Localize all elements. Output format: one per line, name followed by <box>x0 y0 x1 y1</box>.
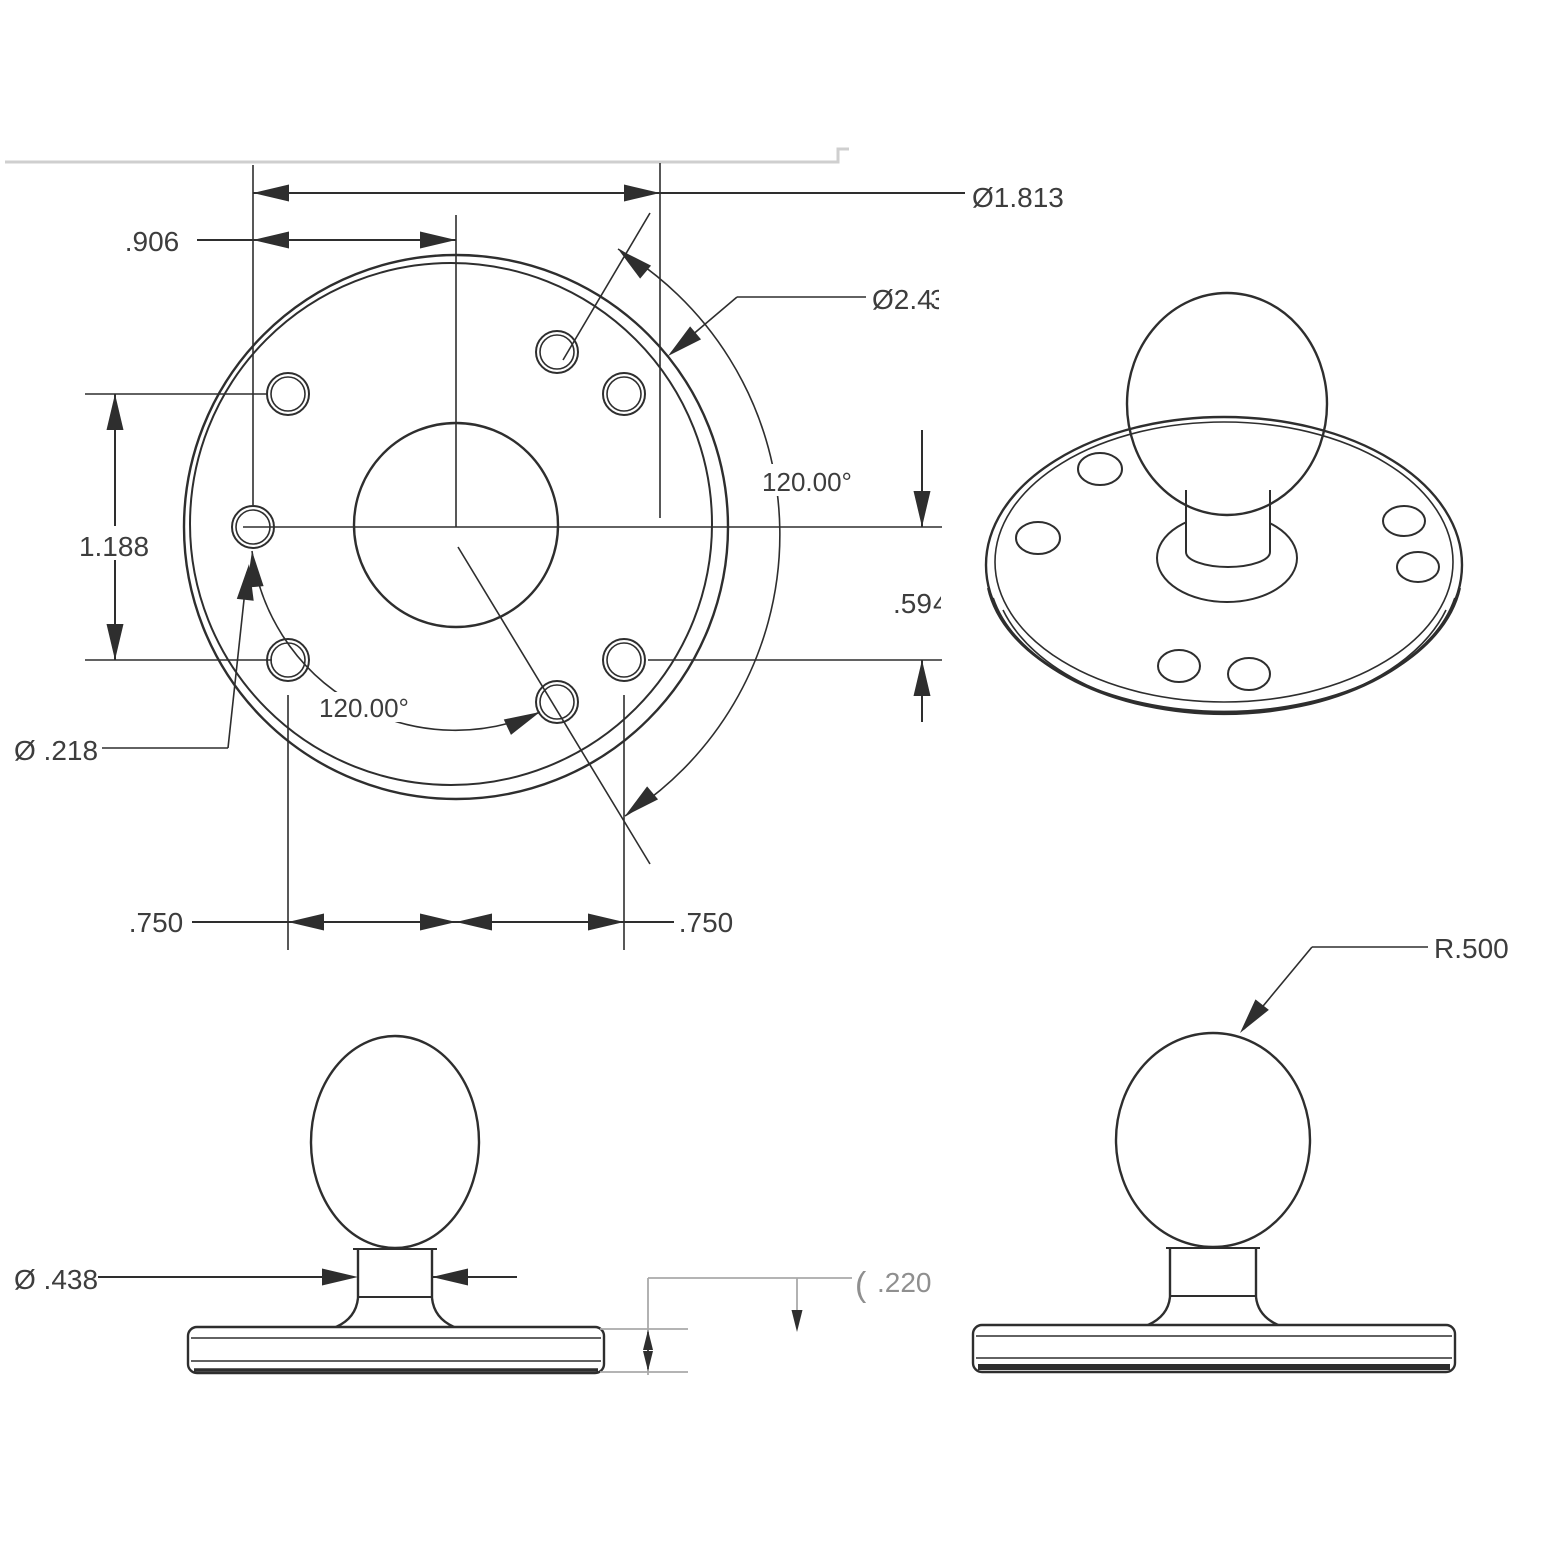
dim-neck-diameter-label: Ø .438 <box>14 1264 98 1295</box>
dim-half-height-cut-digit: 4 <box>933 588 949 619</box>
dim-half-height-label: .59 <box>893 588 932 619</box>
iso-neck <box>1185 490 1271 568</box>
iso-ball <box>1125 291 1329 517</box>
dim-thickness-paren: ( <box>855 1266 867 1304</box>
dim-angle-upper-label: 120.00° <box>762 467 852 497</box>
dim-angle-lower-label: 120.00° <box>319 693 409 723</box>
iso-holes <box>1015 452 1440 691</box>
side-right-plate <box>971 1323 1457 1374</box>
plate-inner-edge <box>189 262 713 786</box>
side-view-right: R.500 <box>971 933 1509 1374</box>
iso-plate-top-edge <box>984 415 1464 715</box>
dim-outer-diameter-cut-digit: 3 <box>930 284 946 315</box>
dim-amps-width: .750 .750 <box>129 695 734 950</box>
dim-amps-height: 1.188 <box>74 393 272 661</box>
side-left-ball <box>309 1034 481 1250</box>
front-view: Ø1.813 .906 Ø2.4 3 120.00° <box>14 163 1064 950</box>
iso-plate-skirt-2 <box>992 597 1456 716</box>
side-left-neck <box>335 1248 455 1329</box>
side-view-left: Ø .438 ( .220 <box>14 1034 932 1375</box>
isometric-view <box>984 291 1464 716</box>
dim-hole-diameter: Ø .218 <box>14 564 254 766</box>
iso-plate-skirt-1 <box>987 587 1461 713</box>
dim-amps-half-left-label: .750 <box>129 907 184 938</box>
dim-amps-half-right-label: .750 <box>679 907 734 938</box>
dim-bolt-circle-label: Ø1.813 <box>972 182 1064 213</box>
dim-outer-diameter-label: Ø2.4 <box>872 284 933 315</box>
dim-ball-radius: R.500 <box>1240 933 1509 1033</box>
dim-angle-lower: 120.00° <box>246 550 541 735</box>
dim-angle-upper: 120.00° <box>457 212 868 865</box>
dim-half-height: .59 4 <box>648 430 949 722</box>
iso-plate-top-inner-edge <box>994 421 1454 703</box>
side-left-plate <box>186 1325 606 1375</box>
dim-plate-thickness: ( .220 <box>600 1266 932 1375</box>
side-right-ball <box>1114 1031 1312 1249</box>
dim-outer-diameter: Ø2.4 3 <box>668 284 946 356</box>
dim-thickness-label: .220 <box>877 1267 932 1298</box>
iso-plate-skirt-3 <box>1002 609 1447 715</box>
dim-hole-offset: .906 <box>125 226 456 257</box>
dim-amps-height-label: 1.188 <box>79 531 149 562</box>
top-border-rule <box>5 147 849 164</box>
dim-bolt-circle: Ø1.813 <box>253 182 1064 213</box>
side-right-neck <box>1147 1247 1279 1327</box>
dim-neck-diameter: Ø .438 <box>14 1264 517 1295</box>
dim-ball-radius-label: R.500 <box>1434 933 1509 964</box>
dim-hole-offset-label: .906 <box>125 226 180 257</box>
dim-hole-diameter-label: Ø .218 <box>14 735 98 766</box>
